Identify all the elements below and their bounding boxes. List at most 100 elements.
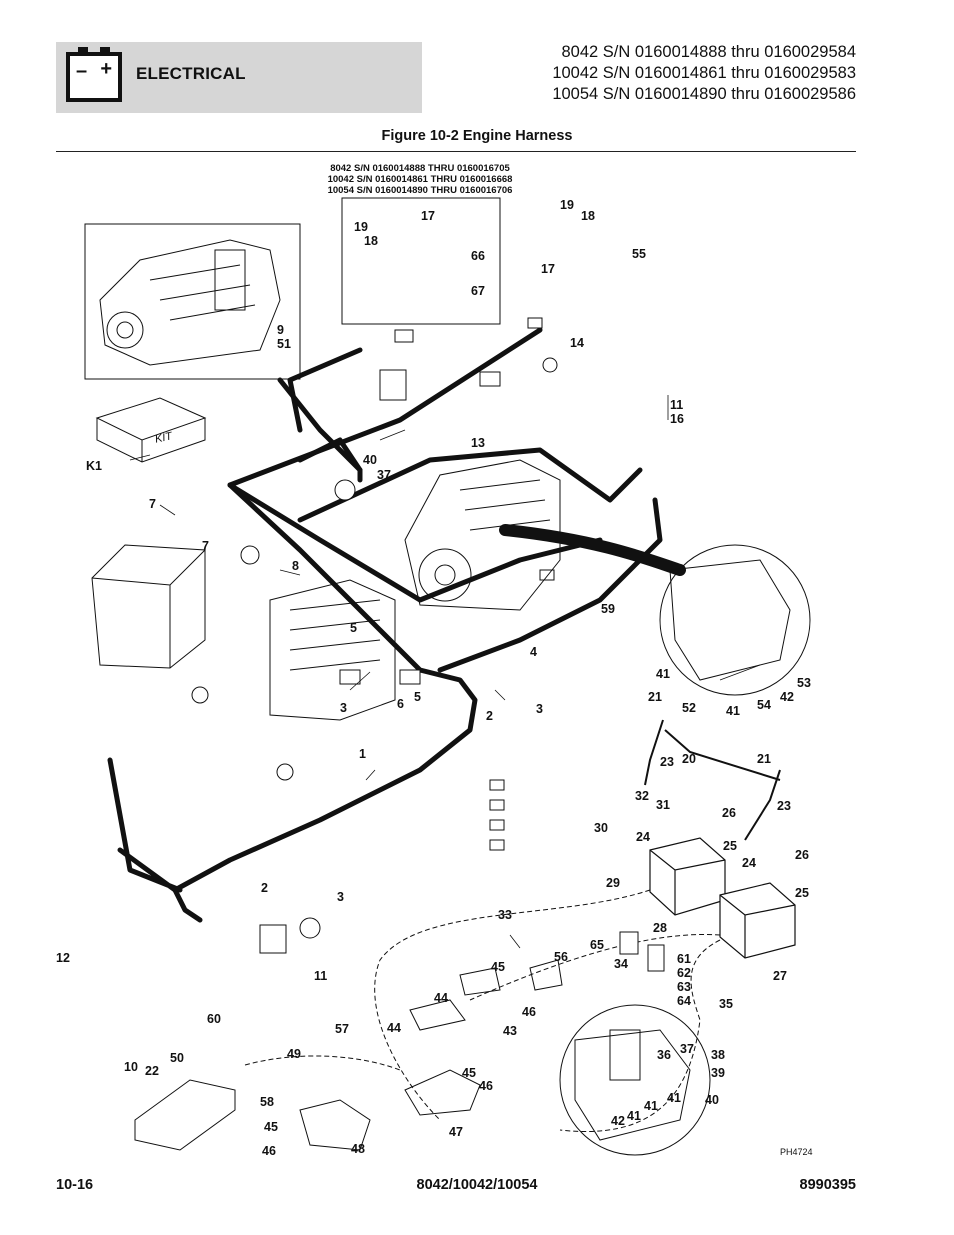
kit-box [95,397,207,463]
callout-label: 46 [479,1079,493,1093]
callout-label: 12 [56,951,70,965]
footer-models: 8042/10042/10054 [416,1177,538,1193]
callout-label: 21 [648,690,662,704]
callout-label: 51 [277,337,291,351]
callout-label: 41 [656,667,670,681]
callout-label: 11 [314,969,328,983]
callout-label: 67 [471,284,485,298]
callout-label: 7 [149,497,156,511]
callout-label: 6 [397,697,404,711]
detail-circle-lower [559,1004,711,1156]
callout-label: 4 [530,645,537,659]
callout-label: 32 [635,789,649,803]
callout-label: 26 [722,806,736,820]
detail-sketch [574,559,791,1141]
callout-label: 52 [682,701,696,715]
battery-icon: –+ [66,47,122,102]
callout-label: 37 [680,1042,694,1056]
callout-label: 44 [387,1021,401,1035]
callout-label: 60 [207,1012,221,1026]
serial-range-block: 8042 S/N 0160014888 thru 0160029584 1004… [552,42,856,105]
callout-label: 40 [363,453,377,467]
callout-label: 59 [601,602,615,616]
transmission-sketch [269,579,396,721]
main-harness [107,327,663,923]
callout-label: 49 [287,1047,301,1061]
callout-label: 2 [261,881,268,895]
callout-label: 58 [260,1095,274,1109]
callout-label: 65 [590,938,604,952]
callout-label: 24 [636,830,650,844]
batteries [649,837,796,959]
callout-label: 45 [491,960,505,974]
battery-hold-down [644,719,781,841]
callout-label: 39 [711,1066,725,1080]
page-number: 10-16 [56,1177,94,1193]
callout-label: 23 [777,799,791,813]
callout-label: 25 [723,839,737,853]
battery-cables [244,889,721,1132]
callout-label: 41 [627,1109,641,1123]
leader-lines [129,395,761,949]
callout-label: 66 [471,249,485,263]
callout-label: 22 [145,1064,159,1078]
callout-label: 30 [594,821,608,835]
serial-line: 10042 S/N 0160014861 thru 0160029583 [552,64,856,82]
callout-label: 33 [498,908,512,922]
callout-label: 41 [667,1091,681,1105]
detail-circle-upper [659,544,811,696]
serial-line: 10054 S/N 0160014890 thru 0160029586 [552,85,856,103]
figure-title: Figure 10-2 Engine Harness [381,128,573,144]
engine-sketch [99,239,281,366]
callout-label: 1 [359,747,366,761]
callout-label: 24 [742,856,756,870]
callout-label: 3 [337,890,344,904]
image-code: PH4724 [780,1147,813,1157]
callout-label: 45 [462,1066,476,1080]
callout-label: 57 [335,1022,349,1036]
harness-bundle [499,524,686,576]
callout-label: 46 [262,1144,276,1158]
connectors [191,317,558,954]
callout-label: 11 [670,398,684,412]
callout-label: 26 [795,848,809,862]
callout-label: 38 [711,1048,725,1062]
serial-line: 8042 S/N 0160014888 thru 0160029584 [561,43,856,61]
callout-label: 21 [757,752,771,766]
callout-label: 7 [202,539,209,553]
callout-label: 28 [653,921,667,935]
callout-label: 35 [719,997,733,1011]
callout-label: 10 [124,1060,138,1074]
callout-label: 27 [773,969,787,983]
inset-serial-line: 10054 S/N 0160014890 THRU 0160016706 [327,185,513,196]
callout-label: 56 [554,950,568,964]
callout-label: 23 [660,755,674,769]
callout-label: 46 [522,1005,536,1019]
callout-label: 63 [677,980,691,994]
callout-label: 61 [677,952,691,966]
callout-label: 19 [354,220,368,234]
engine-inset-frame [84,223,301,380]
callout-label: 14 [570,336,584,350]
callout-label: 44 [434,991,448,1005]
callout-label: 41 [726,704,740,718]
callout-label: 42 [611,1114,625,1128]
callout-label: 2 [486,709,493,723]
callout-label: 42 [780,690,794,704]
callout-label: 19 [560,198,574,212]
callout-label: 18 [581,209,595,223]
callout-label: 9 [277,323,284,337]
callout-label: 41 [644,1099,658,1113]
engine-block-sketch [404,459,561,611]
header-rule [56,151,856,152]
inset-serial-line: 8042 S/N 0160014888 THRU 0160016705 [330,163,510,174]
lower-brackets [134,931,665,1151]
callout-label: 55 [632,247,646,261]
callout-label: 53 [797,676,811,690]
callout-label: 8 [292,559,299,573]
callout-label: 16 [670,412,684,426]
callout-label: 3 [536,702,543,716]
footer-part-number: 8990395 [799,1177,856,1193]
callout-label: 34 [614,957,628,971]
